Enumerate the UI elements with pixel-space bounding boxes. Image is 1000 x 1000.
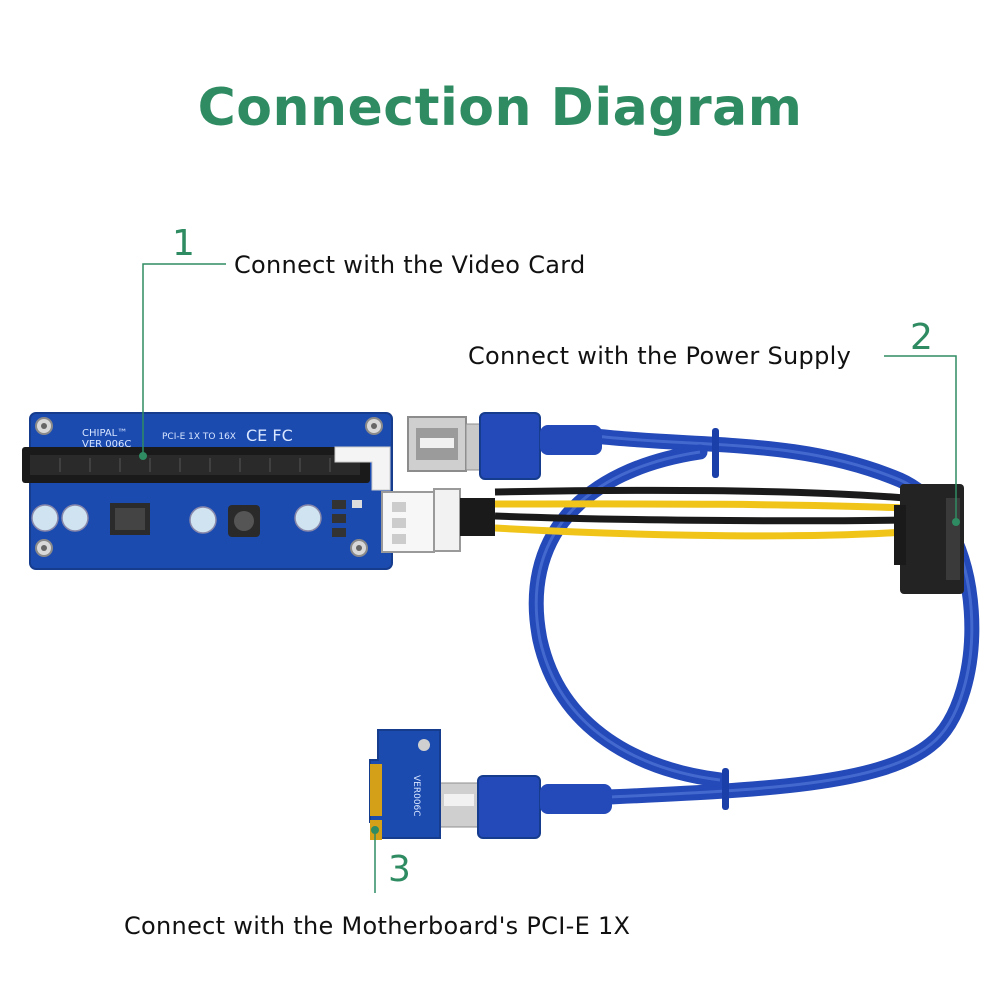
- callout-number-1: 1: [172, 223, 195, 264]
- board-slot-text: PCI-E 1X TO 16X: [162, 432, 236, 442]
- callout-line-1: [142, 263, 226, 456]
- callout-label-video-card: Connect with the Video Card: [234, 251, 586, 279]
- callout-lines: [142, 263, 957, 893]
- callout-label-motherboard: Connect with the Motherboard's PCI-E 1X: [124, 912, 631, 940]
- board-cert-marks: CE FC: [246, 426, 293, 445]
- pcie-x1-adapter: VER006C: [369, 729, 441, 840]
- callout-dots: [139, 452, 960, 834]
- sata-power-connector: [894, 484, 964, 594]
- usb-cable: [528, 428, 980, 810]
- callout-number-3: 3: [388, 849, 411, 890]
- callout-label-power-supply: Connect with the Power Supply: [468, 342, 852, 370]
- adapter-version: VER006C: [411, 775, 421, 817]
- callout-dot-1: [139, 452, 147, 460]
- usb-plug-bottom: [435, 775, 612, 839]
- page-title: Connection Diagram: [197, 78, 803, 138]
- power-wires: [494, 486, 906, 540]
- callout-dot-3: [371, 826, 379, 834]
- callout-number-2: 2: [910, 317, 933, 358]
- board-version: VER 006C: [82, 439, 131, 450]
- board-brand: CHIPAL™: [82, 428, 127, 439]
- callout-line-2: [884, 355, 957, 522]
- usb-plug-top: [465, 412, 602, 480]
- riser-board: CHIPAL™ VER 006C PCI-E 1X TO 16X CE FC: [22, 412, 495, 570]
- callout-dot-2: [952, 518, 960, 526]
